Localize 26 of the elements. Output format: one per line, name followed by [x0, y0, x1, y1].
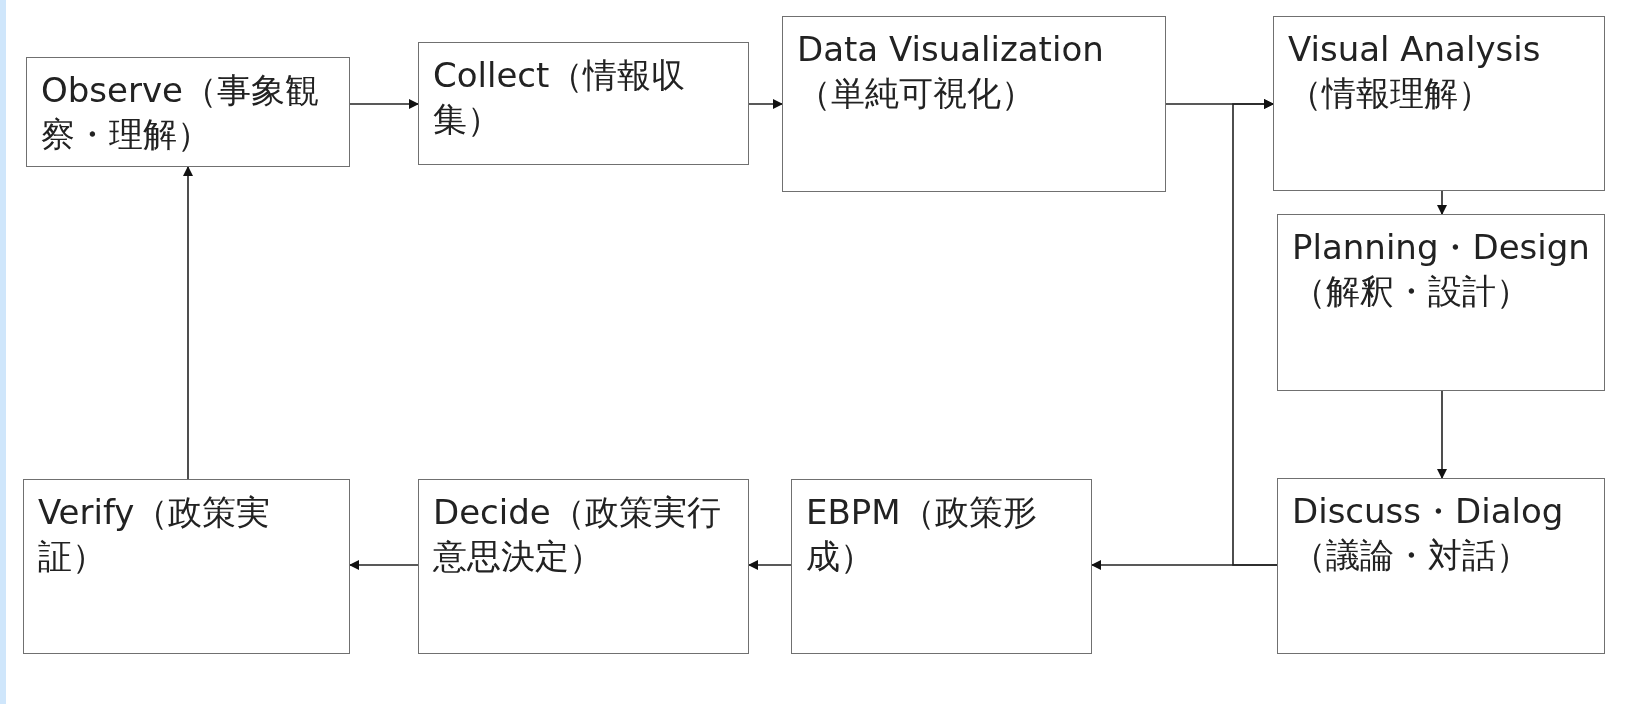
process-box [418, 42, 749, 165]
arrow [349, 99, 419, 109]
process-box [23, 479, 350, 654]
box-text: Observe（事象観察・理解） [41, 69, 320, 156]
box-text: Visual Analysis（情報理解） [1288, 28, 1542, 115]
arrow [748, 99, 783, 109]
box-text: Collect（情報収集） [433, 54, 687, 141]
box-text: Data Visualization（単純可視化） [797, 28, 1105, 115]
box-text: Discuss・Dialog（議論・対話） [1292, 490, 1565, 577]
arrow [748, 560, 792, 570]
process-box [418, 479, 749, 654]
arrow [1437, 390, 1447, 479]
process-box [782, 16, 1166, 192]
process-box [26, 57, 350, 167]
process-box [1277, 214, 1605, 391]
box-text: EBPM（政策形成） [806, 491, 1038, 578]
process-box [791, 479, 1092, 654]
box-text: Verify（政策実証） [38, 491, 272, 578]
process-box [1273, 16, 1605, 191]
arrow [183, 166, 193, 480]
process-box [1277, 478, 1605, 654]
arrow [349, 560, 419, 570]
box-text: Planning・Design（解釈・設計） [1292, 226, 1590, 313]
arrow [1091, 560, 1278, 570]
box-text: Decide（政策実行意思決定） [433, 491, 722, 578]
arrow [1437, 190, 1447, 215]
